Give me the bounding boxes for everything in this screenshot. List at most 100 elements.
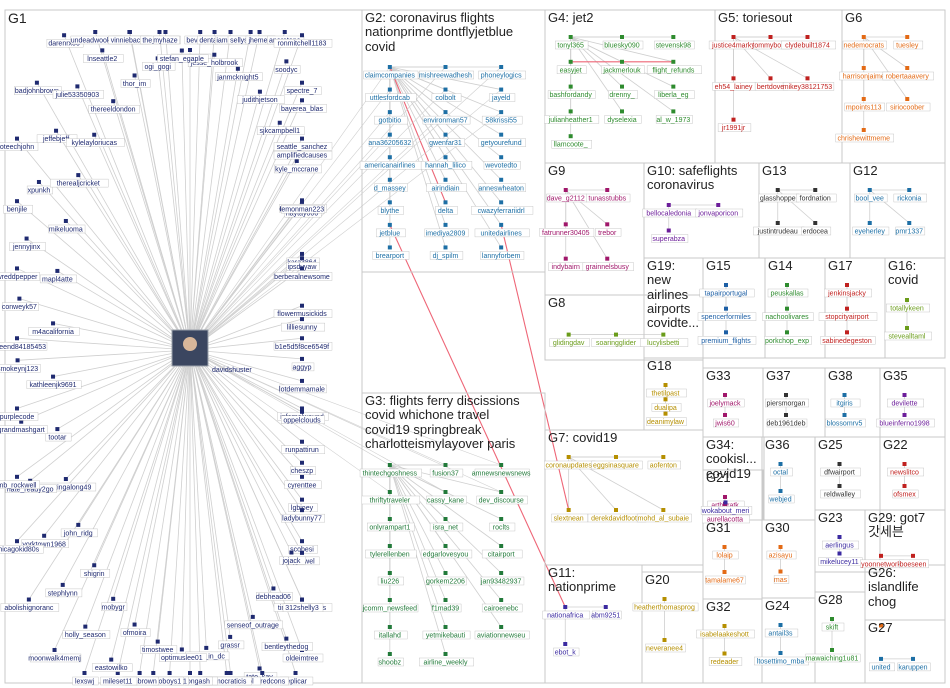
edge [189, 89, 502, 351]
node-bashfordandy: bashfordandy [547, 84, 596, 99]
node-stevealltaml: stevealltaml [884, 326, 932, 341]
node-marker [300, 539, 304, 544]
node-label-bg [854, 193, 888, 203]
node-americanairlines: americanairlines [359, 155, 422, 170]
edge [189, 31, 260, 351]
node-marker [830, 617, 834, 621]
edge [189, 349, 228, 674]
node-label: julie53350903 [55, 92, 100, 99]
group-title-g4: G4: jet2 [548, 11, 594, 25]
group-title-g19: G19: new airlines airports covidte... [647, 259, 700, 331]
node-marker [716, 203, 721, 207]
node-label-bg [374, 630, 408, 640]
node-label-bg [100, 676, 138, 686]
node-isabelaakeshott: isabelaakeshott [696, 624, 755, 639]
node-label-bg [60, 528, 98, 538]
node-dev_discourse: dev_discourse [476, 490, 528, 505]
node-label: darenrxoo [48, 41, 80, 48]
node-marker [300, 136, 304, 141]
node-label-bg [604, 115, 642, 124]
node-marker [722, 651, 727, 656]
node-marker [235, 66, 240, 71]
node-marker [387, 463, 392, 467]
node-label-bg [0, 342, 48, 351]
node-label-bg [9, 242, 46, 251]
hub-label: davidshuster [212, 367, 252, 374]
group-title-g23: G23 [818, 511, 843, 525]
node-label: webjed [768, 497, 791, 504]
node-label-bg [696, 629, 755, 639]
node-label: chrishewittmeme [837, 136, 890, 143]
node-label: erdocea [803, 229, 828, 236]
node-marker [228, 671, 233, 675]
node-label: ofsmex [893, 492, 916, 499]
edge [52, 349, 191, 378]
node-marker [443, 110, 448, 115]
node-marker [300, 439, 304, 444]
node-marker [228, 634, 233, 639]
node-judithjetson: judithjetson [237, 89, 285, 104]
node-label: judithjetson [241, 97, 278, 104]
node-glidingdav: glidingdav [549, 332, 590, 347]
node-marker [563, 256, 568, 261]
node-delta: delta [435, 200, 458, 215]
edge [55, 130, 191, 351]
node-label-bg [281, 415, 326, 424]
node-marker [92, 563, 97, 568]
node-label-bg [48, 224, 86, 234]
node-label-bg [419, 657, 474, 667]
edge [159, 31, 191, 351]
edge [189, 349, 502, 466]
edge [169, 349, 191, 674]
node-label-bg [159, 653, 207, 662]
node-label-bg [224, 620, 283, 630]
node-label-bg [374, 115, 408, 125]
node-marker [724, 330, 728, 335]
node-marker [443, 625, 448, 629]
node-azisayu: azisayu [766, 545, 797, 560]
node-label-bg [273, 142, 333, 151]
node-label: totallykeen [890, 306, 924, 313]
node-blossomrv5: blossomrv5 [825, 413, 866, 428]
node-marker [566, 508, 571, 512]
node-label-bg [273, 342, 333, 351]
node-marker [387, 245, 392, 250]
node-label: kyle_mccrane [275, 166, 318, 173]
node-label: thetilpast [651, 391, 679, 398]
node-label-bg [895, 226, 926, 236]
node-marker [568, 59, 573, 64]
node-marker [17, 296, 22, 301]
node-label-bg [365, 93, 417, 102]
node-label: itgiris [836, 401, 853, 408]
node-label-bg [281, 322, 326, 332]
node-airindiain: airindiain [426, 177, 467, 192]
node-label: phoneylogics [481, 73, 522, 80]
node-label-bg [547, 90, 596, 99]
node-label-bg [646, 417, 687, 426]
node-marker [300, 460, 304, 465]
node-marker [387, 625, 392, 629]
node-grassr: grassr [218, 634, 245, 649]
node-label-bg [279, 384, 327, 394]
node-skift: skift [821, 617, 845, 632]
node-label-bg [429, 468, 464, 478]
node-marker [845, 306, 849, 311]
edge [84, 349, 191, 674]
node-marker [15, 199, 19, 204]
node-label-bg [256, 592, 293, 601]
node-label-bg [842, 40, 887, 50]
node-marker [293, 671, 298, 675]
node-marker [499, 490, 504, 494]
node-marker [300, 474, 304, 479]
edge [189, 349, 254, 617]
node-marker [499, 245, 504, 250]
node-label-bg [636, 513, 692, 523]
node-stephlynn: stephlynn [45, 582, 83, 597]
node-label-bg [480, 251, 525, 260]
node-janmcknight5: janmcknight5 [215, 66, 263, 81]
node-marker [224, 671, 229, 675]
node-marker [260, 671, 265, 675]
node-aviationnewseu: aviationnewseu [474, 625, 530, 640]
node-label: cyrenttee [288, 482, 317, 489]
node-label-bg [852, 226, 890, 236]
